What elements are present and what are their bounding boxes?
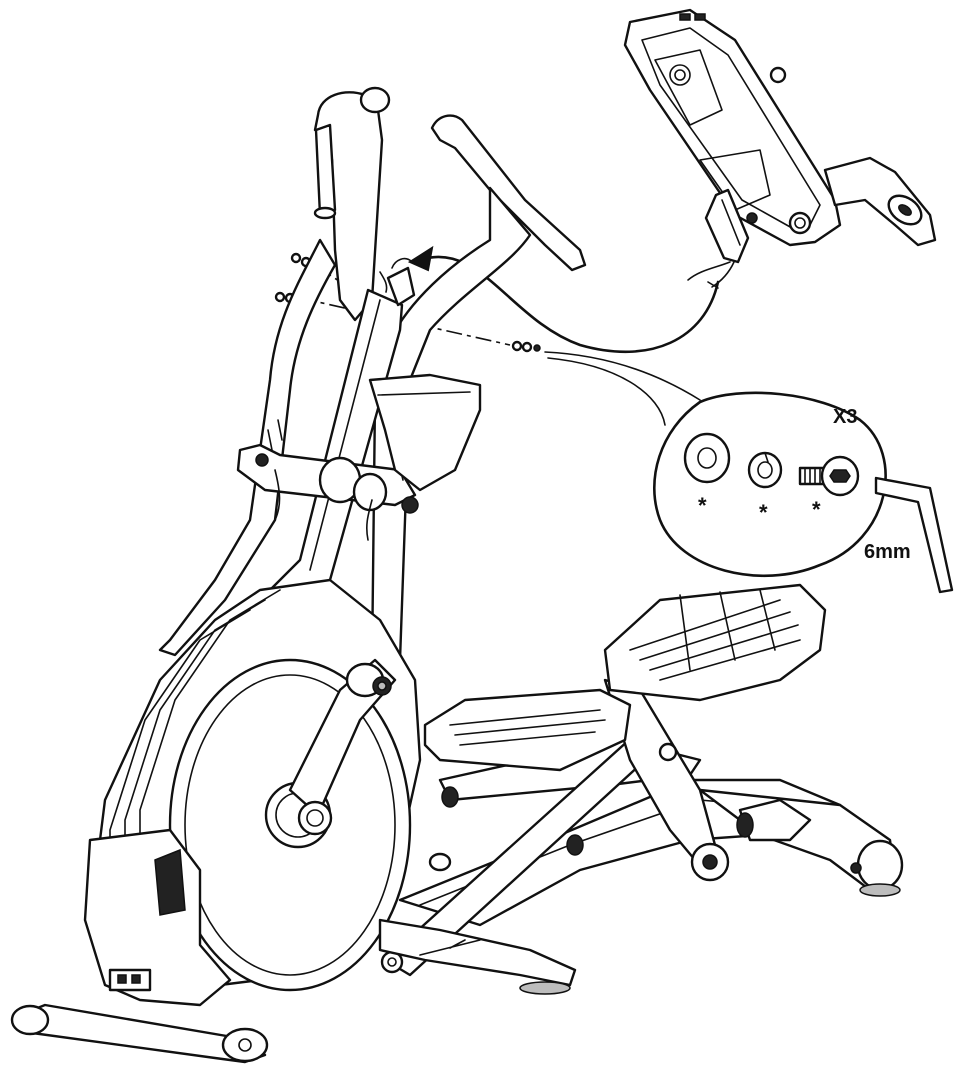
flat-washer-icon <box>683 432 731 484</box>
tool-size-label: 6mm <box>864 541 911 563</box>
split-washer-marker: * <box>759 500 768 525</box>
flat-washer-marker: * <box>698 493 707 518</box>
hex-key-icon <box>874 476 954 594</box>
quantity-label: X3 <box>833 406 857 428</box>
hardware-callout: X3 * * * <box>544 351 887 577</box>
bolt-icon <box>798 455 860 497</box>
split-washer-icon <box>747 451 783 489</box>
console-assembly <box>623 8 937 289</box>
bolt-marker: * <box>812 497 821 522</box>
elliptical-frame <box>10 86 904 1064</box>
